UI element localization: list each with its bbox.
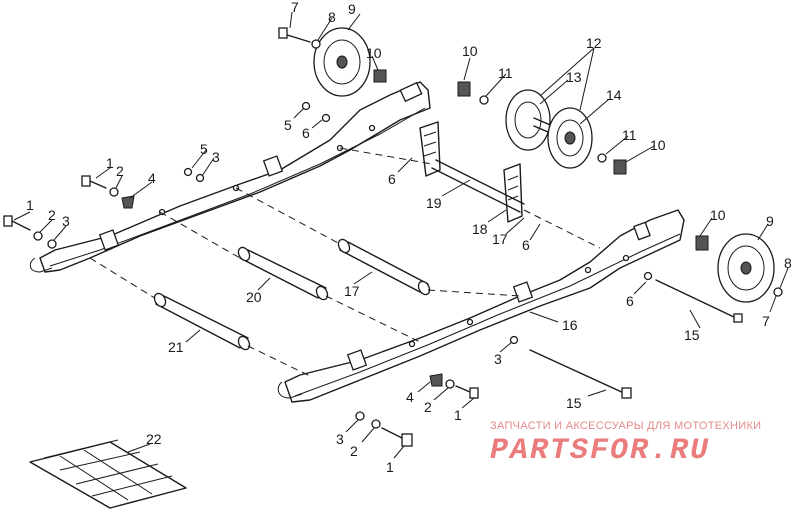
callout-2: 2 [350, 443, 358, 459]
callout-8: 8 [784, 255, 792, 271]
callout-3: 3 [494, 351, 502, 367]
callout-22: 22 [146, 431, 162, 447]
nut-upper [301, 101, 311, 111]
callout-6: 6 [388, 171, 396, 187]
callout-10: 10 [650, 137, 666, 153]
callout-6: 6 [626, 293, 634, 309]
callout-17: 17 [344, 283, 360, 299]
callout-11: 11 [498, 65, 513, 81]
callout-14: 14 [606, 87, 622, 103]
callout-3: 3 [212, 149, 220, 165]
hardware-bottom [355, 411, 413, 447]
callout-12: 12 [586, 35, 602, 51]
callout-15: 15 [566, 395, 582, 411]
slide-plate-22 [29, 439, 187, 509]
callout-7: 7 [762, 313, 770, 329]
nut-left-small [183, 167, 205, 183]
callout-1: 1 [106, 155, 114, 171]
callout-13: 13 [566, 69, 582, 85]
callout-1: 1 [454, 407, 462, 423]
callout-5: 5 [284, 117, 292, 133]
cross-shaft-21 [89, 257, 311, 377]
callout-9: 9 [766, 213, 774, 229]
callout-15: 15 [684, 327, 700, 343]
bolt-left-mid [81, 175, 135, 209]
cross-shaft-17 [235, 187, 521, 297]
callout-4: 4 [406, 389, 414, 405]
callout-10: 10 [366, 45, 382, 61]
callout-11: 11 [622, 127, 637, 143]
left-rail [29, 81, 431, 273]
callout-17: 17 [492, 231, 508, 247]
bolt-top [278, 27, 311, 43]
cross-shaft-20 [159, 211, 421, 343]
callout-3: 3 [62, 213, 70, 229]
hardware-lower-front [429, 373, 479, 399]
cross-shaft-19 [339, 147, 601, 249]
leader-lines [13, 11, 789, 459]
callout-19: 19 [426, 195, 442, 211]
callout-20: 20 [246, 289, 262, 305]
idler-wheel-right [695, 233, 783, 303]
callout-2: 2 [116, 163, 124, 179]
idler-wheel-top [313, 27, 371, 97]
callout-10: 10 [710, 207, 726, 223]
right-rail [277, 209, 685, 403]
washer-upper [321, 113, 331, 123]
callout-6: 6 [522, 237, 530, 253]
watermark-tagline: ЗАПЧАСТИ И АКСЕССУАРЫ ДЛЯ МОТОТЕХНИКИ [490, 420, 762, 432]
callout-8: 8 [328, 9, 336, 25]
washer-top [311, 39, 321, 49]
bracket-upper [419, 121, 441, 177]
callout-4: 4 [148, 170, 156, 186]
watermark-brand: PARTSFOR.RU [490, 434, 711, 468]
callout-5: 5 [200, 141, 208, 157]
long-bolt-15-lower [509, 335, 632, 399]
callout-18: 18 [472, 221, 488, 237]
spacer-mid [457, 81, 489, 105]
callout-2: 2 [424, 399, 432, 415]
callout-1: 1 [26, 197, 34, 213]
callout-21: 21 [168, 339, 184, 355]
callout-1: 1 [386, 459, 394, 475]
callout-labels: 7 8 9 10 10 11 12 13 14 5 6 5 3 1 2 4 11… [26, 0, 792, 475]
callout-9: 9 [348, 1, 356, 17]
callout-2: 2 [48, 207, 56, 223]
double-wheel-assembly [505, 89, 593, 169]
callout-16: 16 [562, 317, 578, 333]
bracket-18 [503, 163, 523, 223]
long-bolt-15-upper [643, 271, 743, 323]
callout-10: 10 [462, 43, 478, 59]
callout-7: 7 [291, 0, 299, 15]
spacer-right [597, 153, 627, 175]
callout-6: 6 [302, 125, 310, 141]
callout-3: 3 [336, 431, 344, 447]
bolt-front-left [3, 215, 57, 249]
spacer-top [373, 69, 387, 83]
